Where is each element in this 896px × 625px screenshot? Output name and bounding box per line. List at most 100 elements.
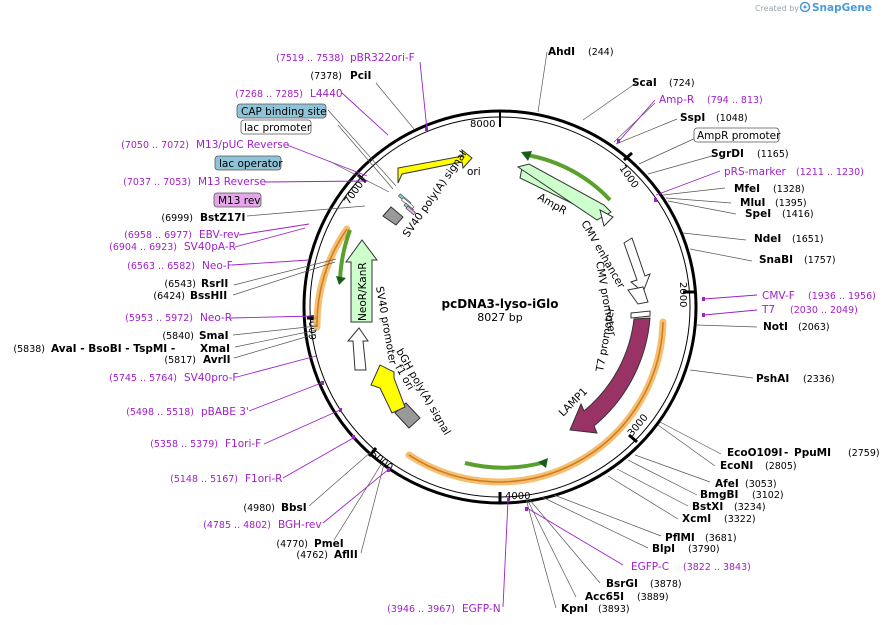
enzyme-sgrdi[interactable]: SgrDI [711, 148, 744, 160]
feature-t7-promoter[interactable] [630, 310, 651, 319]
primers-right: Amp-R (794 .. 813) pRS-marker (1211 .. 1… [631, 94, 876, 573]
primer-egfp-c[interactable]: EGFP-C [631, 561, 669, 573]
primer-t7[interactable]: T7 [761, 304, 775, 316]
enzyme-bbsi[interactable]: BbsI [281, 502, 307, 514]
enzyme-ndei[interactable]: NdeI [754, 233, 781, 245]
lamp1-orf-arc [464, 460, 546, 470]
svg-text:(6999): (6999) [161, 213, 193, 224]
enzyme-spei[interactable]: SpeI [745, 208, 771, 220]
enzyme-noti[interactable]: NotI [763, 321, 788, 333]
label-t7-promoter: T7 promoter [594, 306, 617, 374]
plasmid-size: 8027 bp [477, 311, 522, 324]
svg-text:(7519 .. 7538): (7519 .. 7538) [276, 53, 344, 64]
feature-cmv-enhancer[interactable] [623, 237, 651, 293]
svg-text:(794 .. 813): (794 .. 813) [707, 95, 763, 106]
svg-text:-: - [784, 447, 788, 459]
enzyme-bmgbi[interactable]: BmgBI [700, 489, 738, 501]
feature-cmv-promoter[interactable] [627, 286, 649, 305]
svg-text:(3889): (3889) [637, 592, 669, 603]
lac-promoter-box[interactable] [240, 119, 312, 135]
primer-l4440[interactable]: L4440 [310, 88, 343, 100]
enzyme-bstz17i[interactable]: BstZ17I [200, 212, 245, 224]
snapgene-logo-icon [799, 1, 811, 13]
enzyme-smai[interactable]: SmaI [199, 330, 229, 342]
feature-ori[interactable] [397, 148, 473, 184]
enzyme-snabi[interactable]: SnaBI [759, 254, 793, 266]
enzyme-kpni[interactable]: KpnI [561, 603, 588, 615]
enzyme-econi[interactable]: EcoNI [720, 460, 753, 472]
svg-text:(5953 .. 5972): (5953 .. 5972) [125, 313, 193, 324]
enzyme-pmei[interactable]: PmeI [314, 538, 344, 550]
enzyme-sspi[interactable]: SspI [680, 112, 705, 124]
feature-sv40-polya[interactable] [382, 206, 404, 226]
primer-f1ori-f[interactable]: F1ori-F [225, 438, 261, 450]
feature-sv40-promoter[interactable] [346, 327, 369, 371]
svg-text:(724): (724) [669, 78, 695, 89]
enzyme-xcmi[interactable]: XcmI [682, 513, 711, 525]
enzyme-ahdi[interactable]: AhdI [548, 46, 575, 58]
svg-text:(6424): (6424) [153, 291, 185, 302]
svg-text:(5498 .. 5518): (5498 .. 5518) [126, 407, 194, 418]
enzyme-pshai[interactable]: PshAI [756, 373, 789, 385]
feature-neor-label: NeoR/KanR [357, 262, 369, 321]
primer-ebv-rev[interactable]: EBV-rev [199, 229, 240, 241]
feature-f1-ori[interactable] [370, 364, 406, 414]
primer-neo-r[interactable]: Neo-R [200, 312, 232, 324]
enzyme-aflii[interactable]: AflII [334, 549, 358, 561]
enzyme-rsrii[interactable]: RsrII [201, 278, 228, 290]
enzyme-ava-bso-tsp[interactable]: AvaI - BsoBI - TspMI - [51, 343, 175, 355]
lac-operator-box[interactable] [214, 155, 282, 171]
enzyme-bstxi[interactable]: BstXI [692, 501, 723, 513]
primer-bgh-rev[interactable]: BGH-rev [278, 519, 322, 531]
enzyme-acc65i[interactable]: Acc65I [585, 591, 624, 603]
primer-pbr322ori-f[interactable]: pBR322ori-F [350, 52, 415, 64]
svg-text:(1416): (1416) [782, 209, 814, 220]
enzyme-bsshii[interactable]: BssHII [190, 290, 227, 302]
primer-m13-puc-reverse[interactable]: M13/pUC Reverse [196, 139, 289, 151]
primer-pbabe3[interactable]: pBABE 3' [201, 406, 249, 418]
enzyme-bsrgi[interactable]: BsrGI [606, 578, 638, 590]
primer-amp-r[interactable]: Amp-R [659, 94, 694, 106]
plasmid-name: pcDNA3-lyso-iGlo [442, 297, 559, 311]
enzyme-blpi[interactable]: BlpI [652, 543, 675, 555]
primer-egfp-n[interactable]: EGFP-N [462, 603, 501, 615]
primer-prs-marker[interactable]: pRS-marker [724, 166, 787, 178]
lac-promoter-label: lac promoter [244, 122, 312, 134]
svg-text:(7268 .. 7285): (7268 .. 7285) [235, 89, 303, 100]
enzyme-pcii[interactable]: PciI [350, 70, 371, 82]
tick-4000: 4000 [505, 491, 530, 502]
m13-rev-box[interactable] [213, 192, 262, 208]
enzyme-scai[interactable]: ScaI [632, 77, 657, 89]
svg-text:(1936 .. 1956): (1936 .. 1956) [808, 291, 876, 302]
feature-lamp1[interactable] [569, 317, 651, 434]
enzyme-xmai[interactable]: XmaI [200, 343, 230, 355]
primer-sv40pa-r[interactable]: SV40pA-R [184, 241, 236, 253]
svg-text:(1651): (1651) [792, 234, 824, 245]
svg-text:(3822 .. 3843): (3822 .. 3843) [683, 562, 751, 573]
primer-m13-reverse[interactable]: M13 Reverse [198, 176, 266, 188]
enzymes-left: (7378) PciI (6999) BstZ17I (6543) RsrII … [13, 70, 371, 561]
ampR-orf-arc [526, 153, 612, 202]
primer-cmv-f[interactable]: CMV-F [762, 290, 795, 302]
enzyme-ppumi[interactable]: PpuMI [794, 447, 831, 459]
svg-text:(7050 .. 7072): (7050 .. 7072) [121, 140, 189, 151]
enzyme-avrii[interactable]: AvrII [203, 354, 231, 366]
primer-f1ori-r[interactable]: F1ori-R [245, 473, 282, 485]
svg-text:(6958 .. 6977): (6958 .. 6977) [124, 230, 192, 241]
enzyme-mfei[interactable]: MfeI [734, 183, 760, 195]
lac-operator-label: lac operator [219, 158, 283, 170]
primer-neo-f[interactable]: Neo-F [202, 260, 233, 272]
svg-text:(3053): (3053) [745, 479, 777, 490]
boxed-features: CAP binding site lac promoter lac operat… [213, 103, 781, 208]
ampr-promoter-box[interactable] [693, 127, 780, 143]
enzyme-mlui[interactable]: MluI [740, 197, 765, 209]
enzyme-pflmi[interactable]: PflMI [665, 532, 695, 544]
cap-binding-site-box[interactable] [236, 103, 327, 119]
feature-neor-kanr[interactable] [345, 239, 378, 323]
svg-text:(1211 .. 1230): (1211 .. 1230) [796, 167, 864, 178]
primer-sv40pro-f[interactable]: SV40pro-F [184, 372, 238, 384]
enzyme-afei[interactable]: AfeI [715, 478, 739, 490]
created-by-text: Created by [755, 4, 799, 13]
enzyme-ecoo109i[interactable]: EcoO109I [727, 447, 782, 459]
leader-lines-left [232, 82, 415, 554]
